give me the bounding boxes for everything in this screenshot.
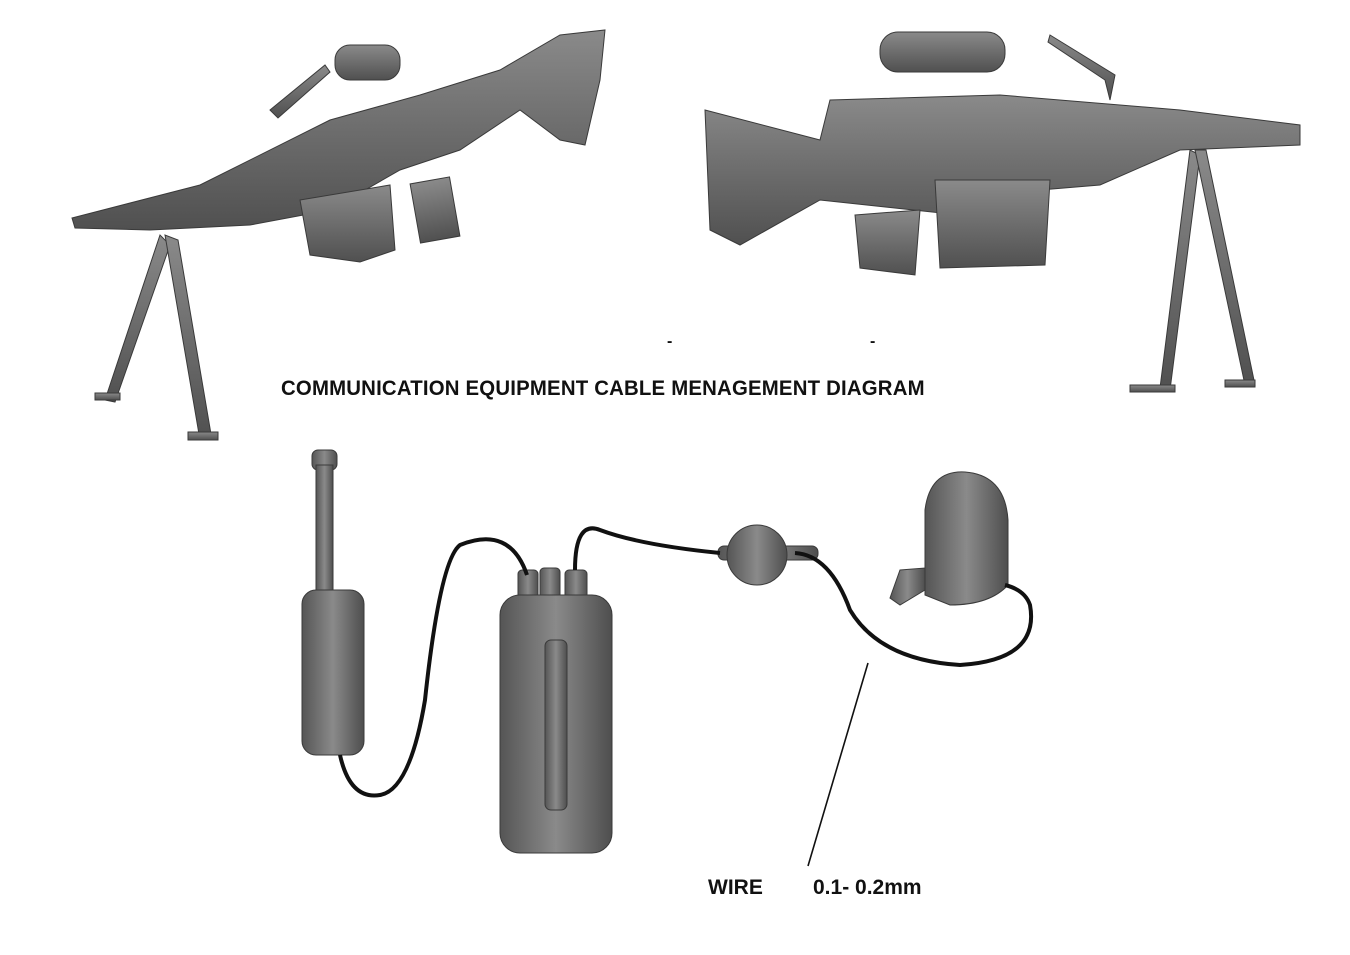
machine-gun-left-view	[71, 29, 606, 441]
wire-callout-size: 0.1- 0.2mm	[813, 876, 922, 899]
cable-wire	[338, 526, 1034, 798]
radio-pack	[499, 567, 613, 854]
wire-callout-label: WIRE	[708, 876, 763, 899]
headset	[889, 471, 1009, 606]
push-to-talk-unit	[717, 524, 819, 586]
wire-callout-leader	[807, 662, 869, 867]
marker-dash: -	[667, 333, 673, 350]
machine-gun-right-view	[704, 31, 1301, 393]
diagram-title: COMMUNICATION EQUIPMENT CABLE MENAGEMENT…	[281, 377, 925, 400]
handheld-radio-with-antenna	[301, 449, 365, 756]
marker-dash: -	[870, 333, 876, 350]
